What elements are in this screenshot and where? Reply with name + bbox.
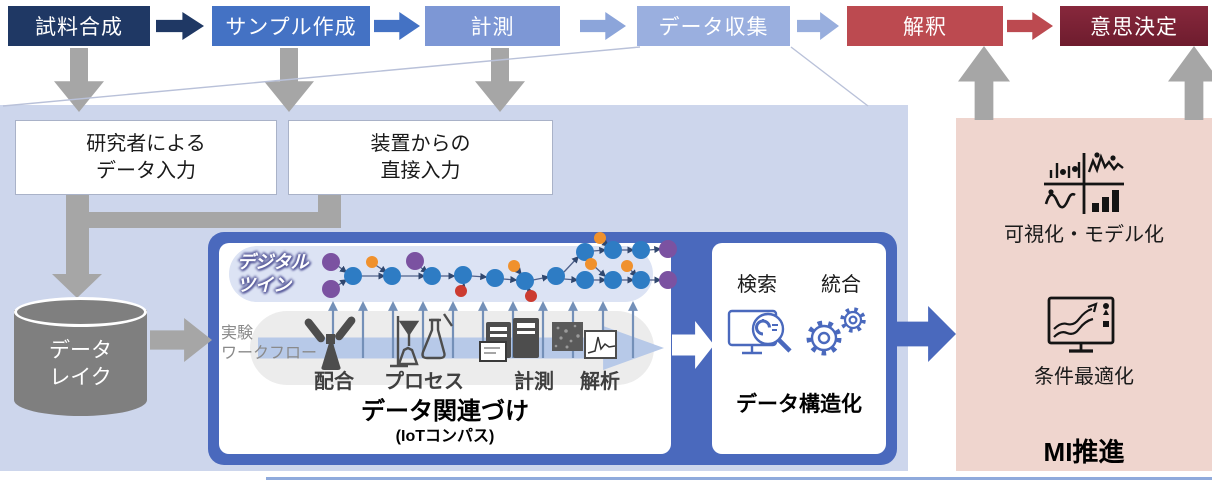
device-input-label: 装置からの 直接入力 [370, 132, 471, 182]
step-label: データ収集 [658, 16, 769, 39]
data-lake-cylinder [14, 310, 147, 416]
up-arrow-decision-icon [1168, 46, 1212, 120]
data-lake-label: データ レイク [14, 322, 147, 406]
association-title: データ関連づけ [219, 391, 671, 426]
workflow-step-label: プロセス [384, 371, 464, 393]
pipeline-arrow-4-icon [797, 12, 839, 40]
device-input-box: 装置からの 直接入力 [288, 120, 553, 195]
pipeline-arrow-1-icon [156, 12, 204, 40]
pipeline-arrow-3-icon [580, 12, 626, 40]
structuring-inner-box [712, 243, 886, 454]
visualization-text: 可視化・モデル化 [1004, 224, 1164, 246]
integration-label: 統合 [806, 268, 876, 297]
step-label: 試料合成 [35, 16, 123, 39]
workflow-step-blending: 配合 [294, 365, 374, 394]
structuring-title: データ構造化 [712, 388, 886, 418]
association-title-text: データ関連づけ [361, 398, 529, 425]
step-label: 計測 [470, 16, 515, 39]
association-subtitle-text: (IoTコンパス) [395, 428, 495, 445]
workflow-step-label: 解析 [580, 371, 620, 393]
researcher-input-box: 研究者による データ入力 [15, 120, 277, 195]
structuring-title-text: データ構造化 [736, 393, 862, 416]
pipeline-arrow-2-icon [374, 12, 420, 40]
digital-twin-label: デジタル ツイン [237, 251, 347, 296]
optimization-text: 条件最適化 [1034, 366, 1134, 388]
digital-twin-text: デジタル ツイン [237, 252, 309, 295]
up-arrow-interpretation-icon [958, 46, 1010, 120]
mi-title: MI推進 [966, 432, 1202, 469]
step-label: 意思決定 [1090, 16, 1178, 39]
step-sample-synthesis: 試料合成 [8, 6, 150, 46]
researcher-input-label: 研究者による データ入力 [86, 132, 206, 182]
step-interpretation: 解釈 [847, 6, 1003, 46]
integration-text: 統合 [821, 274, 861, 296]
step-label: サンプル作成 [225, 16, 357, 39]
experiment-workflow-label: 実験 ワークフロー [221, 324, 331, 364]
search-label: 検索 [722, 268, 792, 297]
workflow-step-label: 配合 [314, 371, 354, 393]
connector-horizontal-bar [66, 212, 341, 228]
step-sample-creation: サンプル作成 [212, 6, 370, 46]
step-data-collection: データ収集 [637, 6, 790, 46]
connector-vertical-to-lake [66, 212, 89, 276]
mi-title-text: MI推進 [1043, 437, 1125, 467]
workflow-step-process: プロセス [374, 365, 474, 394]
data-lake-text: データ レイク [49, 338, 112, 389]
funnel-lines [2, 46, 869, 107]
step-decision-making: 意思決定 [1060, 6, 1208, 46]
data-lake-cylinder-top [14, 297, 147, 327]
workflow-step-analysis: 解析 [560, 365, 640, 394]
down-arrow-creation-icon [264, 48, 314, 112]
search-text: 検索 [737, 274, 777, 296]
step-measurement: 計測 [425, 6, 560, 46]
experiment-workflow-text: 実験 ワークフロー [221, 325, 318, 362]
visualization-label: 可視化・モデル化 [966, 218, 1202, 247]
pipeline-arrow-5-icon [1007, 12, 1053, 40]
workflow-step-measurement: 計測 [494, 365, 574, 394]
bottom-divider-line [266, 477, 1212, 480]
step-label: 解釈 [903, 16, 947, 39]
mi-panel [956, 118, 1212, 471]
association-subtitle: (IoTコンパス) [219, 422, 671, 446]
optimization-label: 条件最適化 [966, 360, 1202, 389]
down-arrow-synthesis-icon [54, 48, 104, 112]
down-arrow-measurement-icon [475, 48, 525, 112]
workflow-step-label: 計測 [514, 371, 554, 393]
